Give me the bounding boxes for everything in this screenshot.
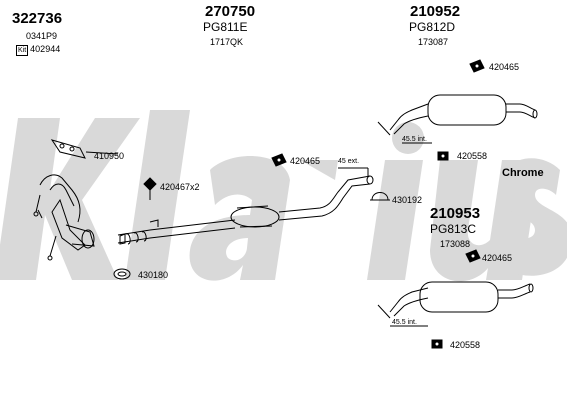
set-number-210953: 210953: [430, 205, 481, 222]
mount-420558-top-drawing: [437, 151, 449, 161]
finish-label: Chrome: [502, 167, 544, 179]
part-label-420558-bot: 420558: [450, 340, 481, 350]
part-label-420465-mid: 420465: [290, 156, 321, 166]
part-label-430180: 430180: [138, 270, 169, 280]
int-dimension-top: 45.5 int.: [402, 136, 427, 143]
set-code-173087: 173087: [418, 37, 449, 47]
part-label-410950: 410950: [94, 151, 125, 161]
part-label-420558-top: 420558: [457, 151, 488, 161]
kit-number: 402944: [30, 44, 61, 54]
int-dimension-bottom: 45.5 int.: [392, 319, 417, 326]
clamp-430192-drawing: [370, 192, 390, 201]
manifold-catalyst-drawing: [33, 174, 95, 261]
set-model-PG811E: PG811E: [203, 20, 248, 34]
part-label-430192: 430192: [392, 195, 423, 205]
part-label-420465-bot: 420465: [482, 253, 513, 263]
clamp-420467-drawing: [143, 177, 157, 200]
rear-silencer-top-drawing: [377, 94, 538, 144]
set-code-173088: 173088: [440, 239, 471, 249]
set-number-322736: 322736: [12, 10, 63, 27]
part-label-420465-top: 420465: [489, 62, 520, 72]
kit-badge: Kit: [16, 45, 29, 56]
mount-420465-top-drawing: [469, 59, 485, 73]
rear-silencer-bottom-drawing: [377, 281, 534, 327]
clamp-430180-drawing: [113, 268, 131, 280]
set-code-1717QK: 1717QK: [210, 37, 244, 47]
set-code-0341P9: 0341P9: [26, 31, 58, 41]
gasket-410950-drawing: [50, 139, 119, 159]
mount-420465-mid-drawing: [271, 153, 287, 167]
ext-dimension: 45 ext.: [338, 158, 360, 165]
set-model-PG813C: PG813C: [430, 222, 477, 236]
front-pipe-silencer-drawing: [117, 167, 374, 245]
mount-420465-bot-drawing: [465, 249, 481, 263]
set-model-PG812D: PG812D: [409, 20, 456, 34]
set-number-270750: 270750: [205, 3, 256, 20]
set-number-210952: 210952: [410, 3, 461, 20]
part-label-420467: 420467x2: [160, 182, 200, 192]
mount-420558-bot-drawing: [431, 339, 443, 349]
